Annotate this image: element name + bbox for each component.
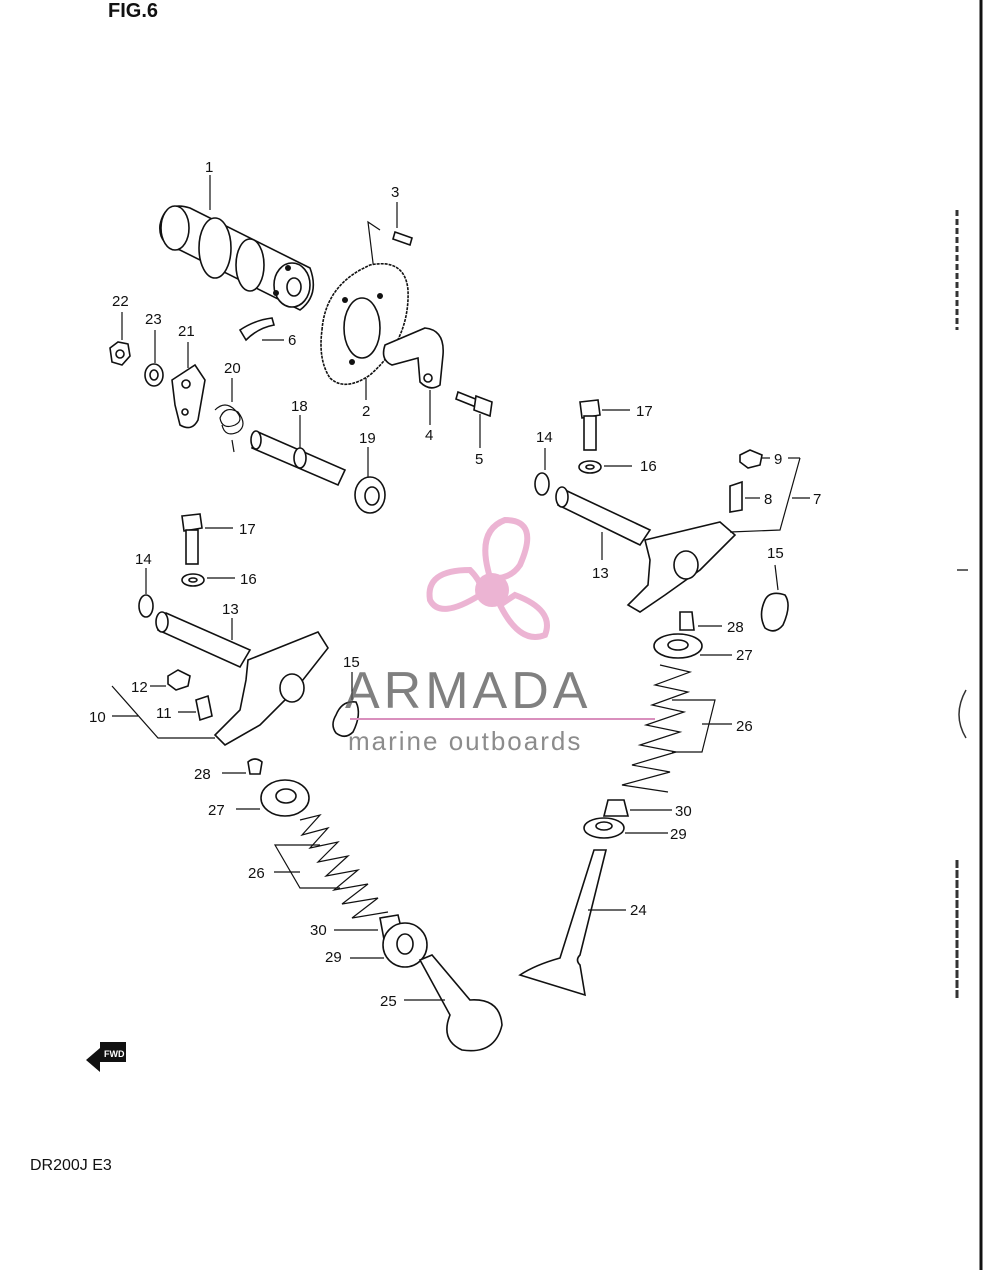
valve-25-intake [404, 954, 503, 1052]
cotter-28-left [222, 758, 263, 775]
callout-10: 10 [89, 709, 106, 726]
watermark-tagline: marine outboards [348, 726, 582, 756]
callout-12: 12 [131, 679, 148, 696]
retainer-27-left [236, 779, 310, 817]
adjuster-screw-8 [729, 480, 760, 513]
oring-15-right [760, 564, 789, 632]
retainer-27-right [653, 633, 732, 659]
rocker-shaft-13-right [555, 486, 652, 560]
callout-22: 22 [112, 293, 129, 310]
callout-9: 9 [774, 451, 782, 468]
callout-19: 19 [359, 430, 376, 447]
valve-24-exhaust [518, 849, 626, 997]
washer-23 [144, 330, 164, 387]
callout-5: 5 [475, 451, 483, 468]
callout-15-left: 15 [343, 654, 360, 671]
callout-15-right: 15 [767, 545, 784, 562]
callout-17-right: 17 [636, 403, 653, 420]
callout-3: 3 [391, 184, 399, 201]
callout-29-right: 29 [670, 826, 687, 843]
watermark-brand: ARMADA [345, 662, 591, 720]
callout-18: 18 [291, 398, 308, 415]
callout-30-right: 30 [675, 803, 692, 820]
torsion-spring [214, 378, 244, 453]
callout-4: 4 [425, 427, 433, 444]
callout-8: 8 [764, 491, 772, 508]
figure-title: FIG.6 [108, 0, 158, 22]
callout-labels: 1 3 22 23 21 6 20 2 4 5 18 19 14 17 16 9… [89, 159, 821, 1010]
callout-21: 21 [178, 323, 195, 340]
callout-27-left: 27 [208, 802, 225, 819]
callout-24: 24 [630, 902, 647, 919]
callout-26-right: 26 [736, 718, 753, 735]
callout-7: 7 [813, 491, 821, 508]
adjuster-nut-9 [739, 449, 800, 469]
callout-2: 2 [362, 403, 370, 420]
callout-14-right: 14 [536, 429, 553, 446]
callout-13-left: 13 [222, 601, 239, 618]
bolt-5 [455, 390, 493, 448]
propeller-logo-icon [426, 516, 550, 640]
callout-27-right: 27 [736, 647, 753, 664]
valve-spring-26-right [621, 664, 732, 793]
callout-28-left: 28 [194, 766, 211, 783]
cotter-28-right [679, 611, 722, 631]
scan-edge-artifacts [955, 0, 983, 1270]
model-code: DR200J E3 [30, 1157, 112, 1174]
oring-14-left [138, 568, 154, 618]
callout-13-right: 13 [592, 565, 609, 582]
rocker-shaft-13-left [155, 611, 252, 669]
chain-guide-bracket [382, 327, 444, 425]
washer-16-left [181, 573, 235, 587]
callout-17-left: 17 [239, 521, 256, 538]
bolt-17-left [181, 513, 233, 565]
adjuster-screw-11 [178, 694, 213, 722]
callout-16-right: 16 [640, 458, 657, 475]
valve-spring-26-left [273, 813, 389, 919]
callout-6: 6 [288, 332, 296, 349]
seal-30-right [602, 799, 672, 817]
rocker-arm-10 [111, 631, 329, 746]
callout-26-left: 26 [248, 865, 265, 882]
fwd-label: FWD [104, 1049, 125, 1059]
oring-14-right [534, 448, 550, 496]
callout-16-left: 16 [240, 571, 257, 588]
watermark: ARMADA marine outboards [345, 516, 655, 756]
oring-15-left [332, 672, 360, 738]
bolt-17-right [579, 399, 630, 451]
cam-sprocket [320, 263, 409, 400]
circlip [238, 317, 284, 342]
callout-29-left: 29 [325, 949, 342, 966]
rocker-arm-7 [626, 457, 810, 613]
callout-28-right: 28 [727, 619, 744, 636]
decomp-shaft [250, 415, 347, 487]
camshaft [159, 175, 315, 311]
decomp-lever [171, 342, 206, 429]
seat-29-left [350, 922, 428, 968]
washer-16-right [578, 460, 632, 474]
callout-20: 20 [224, 360, 241, 377]
bearing [354, 447, 386, 514]
fwd-arrow-icon: FWD [86, 1042, 126, 1072]
callout-30-left: 30 [310, 922, 327, 939]
callout-11: 11 [156, 705, 172, 722]
seat-29-right [583, 817, 668, 839]
adjuster-nut-12 [150, 669, 191, 691]
callout-14-left: 14 [135, 551, 152, 568]
callout-25: 25 [380, 993, 397, 1010]
nut-22 [109, 312, 131, 366]
callout-23: 23 [145, 311, 162, 328]
callout-1: 1 [205, 159, 213, 176]
